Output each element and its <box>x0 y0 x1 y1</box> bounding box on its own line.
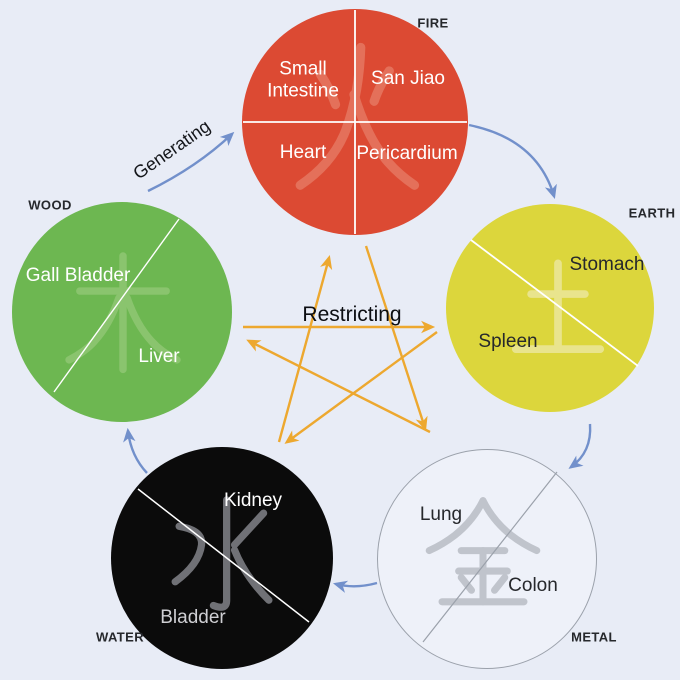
element-label-earth: EARTH <box>628 205 676 221</box>
organ-label-colon: Colon <box>508 575 558 596</box>
generating-arrow-earth-to-metal <box>568 423 592 469</box>
organ-label-spleen: Spleen <box>478 331 538 352</box>
organ-label-san-jiao: San Jiao <box>371 68 445 89</box>
element-label-wood: WOOD <box>28 197 72 213</box>
restricting-arrow-water-to-fire <box>277 254 333 443</box>
restricting-arrow-earth-to-water <box>284 331 438 444</box>
organ-label-lung: Lung <box>419 504 463 525</box>
generating-arrow-water-to-wood <box>123 427 148 474</box>
fire-character-icon <box>270 34 438 202</box>
organ-label-bladder: Bladder <box>160 607 226 628</box>
generating-arrow-fire-to-earth <box>468 123 557 199</box>
element-label-fire: FIRE <box>417 15 449 31</box>
organ-label-pericardium: Pericardium <box>356 143 458 164</box>
restricting-cycle-label: Restricting <box>302 303 402 326</box>
organ-label-heart: Heart <box>279 142 327 163</box>
element-label-water: WATER <box>96 629 144 645</box>
organ-label-liver: Liver <box>138 346 180 367</box>
restricting-arrow-metal-to-wood <box>246 339 431 434</box>
organ-label-stomach: Stomach <box>569 254 645 275</box>
generating-arrow-metal-to-water <box>332 580 378 593</box>
element-label-metal: METAL <box>571 629 617 645</box>
organ-label-gall-bladder: Gall Bladder <box>25 265 131 286</box>
organ-label-small-intestine: Small Intestine <box>267 58 339 102</box>
generating-cycle-label: Generating <box>129 115 214 184</box>
organ-label-kidney: Kidney <box>223 490 283 511</box>
restricting-arrow-fire-to-metal <box>364 245 428 431</box>
